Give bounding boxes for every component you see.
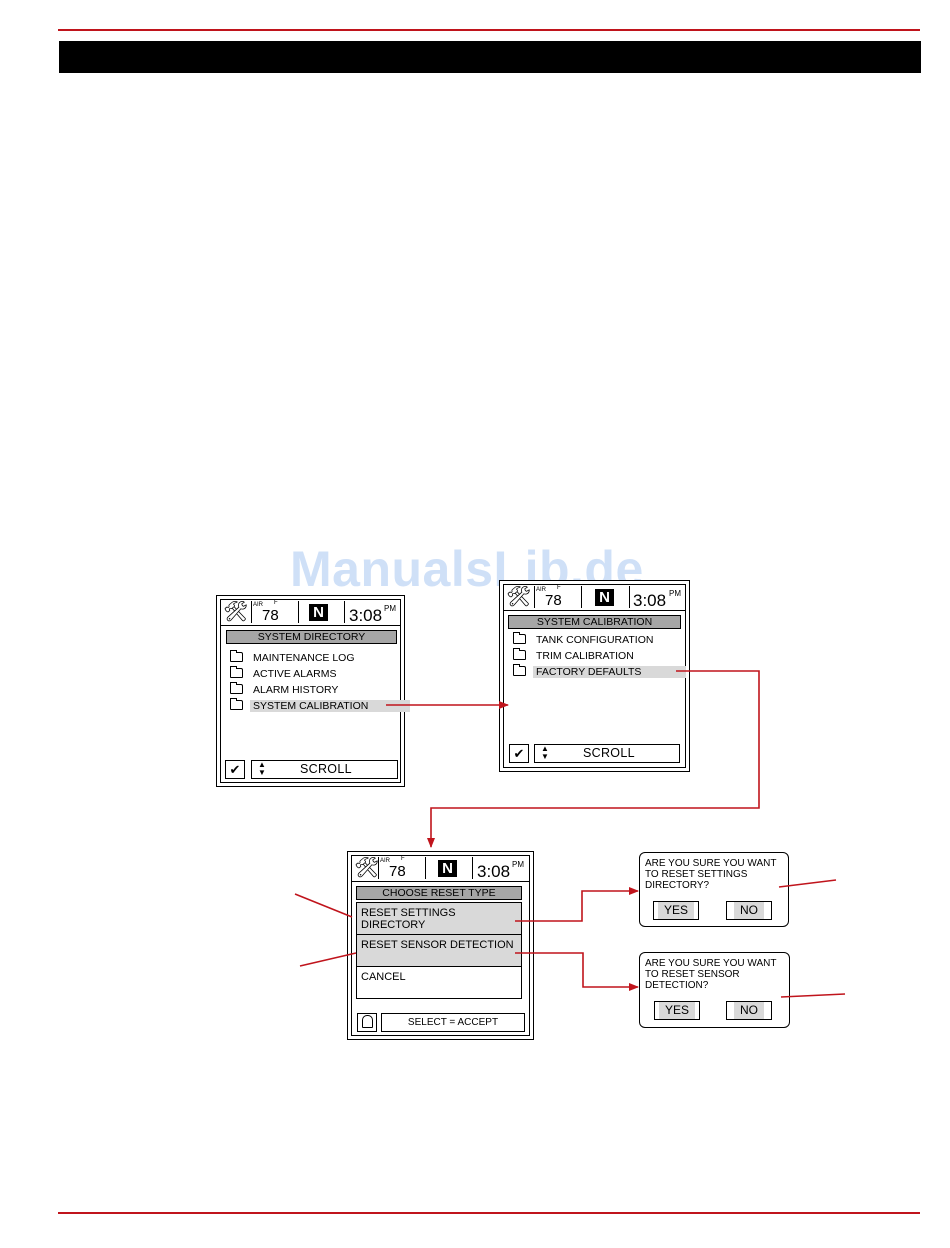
folder-icon xyxy=(230,666,243,678)
reset-settings-option[interactable]: RESET SETTINGS DIRECTORY xyxy=(356,902,522,935)
folder-icon xyxy=(513,664,526,676)
check-icon[interactable]: ✔ xyxy=(509,744,529,763)
list-item-selected[interactable]: FACTORY DEFAULTS xyxy=(513,664,687,678)
scroll-button[interactable]: ▲▼ SCROLL xyxy=(534,744,680,763)
wrench-hammer-icon: 🛠 xyxy=(354,857,380,879)
folder-icon xyxy=(513,648,526,660)
wrench-hammer-icon: 🛠 xyxy=(506,586,532,608)
list-item[interactable]: ALARM HISTORY xyxy=(230,682,341,696)
dialog-message: ARE YOU SURE YOU WANT TO RESET SENSOR DE… xyxy=(645,958,777,991)
clock-time: 3:08 xyxy=(633,591,667,610)
yes-button[interactable]: YES xyxy=(653,901,699,920)
header-divider xyxy=(251,601,252,623)
screen-system-calibration: 🛠 AIR F 78 N 3:08 PM SYSTEM CALIBRATION … xyxy=(499,580,690,772)
header-divider xyxy=(344,601,345,623)
air-label: AIR xyxy=(536,587,547,593)
callout-line xyxy=(778,879,837,888)
temperature-value: 78 xyxy=(262,607,279,624)
temperature-value: 78 xyxy=(389,863,406,880)
clock-ampm: PM xyxy=(669,589,681,598)
folder-icon xyxy=(230,682,243,694)
header-divider xyxy=(425,857,426,879)
screen-system-directory: 🛠 AIR F 78 N 3:08 PM SYSTEM DIRECTORY MA… xyxy=(216,595,411,787)
temperature-value: 78 xyxy=(545,592,562,609)
select-accept-label: SELECT = ACCEPT xyxy=(381,1013,525,1032)
arrow-to-settings-dialog xyxy=(515,887,639,922)
header-bar xyxy=(59,41,921,73)
header-divider xyxy=(472,857,473,879)
clock-ampm: PM xyxy=(384,604,396,613)
screen-title: SYSTEM CALIBRATION xyxy=(508,615,681,629)
confirm-reset-settings-dialog: ARE YOU SURE YOU WANT TO RESET SETTINGS … xyxy=(639,852,789,927)
header-divider xyxy=(534,586,535,608)
arrow-to-choose-reset-type xyxy=(427,670,760,848)
clock-ampm: PM xyxy=(512,860,524,869)
gear-indicator: N xyxy=(438,860,457,877)
header-divider xyxy=(581,586,582,608)
callout-line xyxy=(294,893,353,918)
confirm-reset-sensor-dialog: ARE YOU SURE YOU WANT TO RESET SENSOR DE… xyxy=(639,952,790,1028)
status-header: 🛠 AIR F 78 N 3:08 PM xyxy=(220,599,401,626)
screen-title: SYSTEM DIRECTORY xyxy=(226,630,397,644)
list-item[interactable]: TRIM CALIBRATION xyxy=(513,648,637,662)
gear-indicator: N xyxy=(309,604,328,621)
screen-frame xyxy=(351,855,530,1036)
up-down-arrows-icon: ▲▼ xyxy=(258,760,266,777)
header-divider xyxy=(298,601,299,623)
bell-icon[interactable] xyxy=(357,1013,377,1032)
screen-choose-reset-type: 🛠 AIR F 78 N 3:08 PM CHOOSE RESET TYPE R… xyxy=(347,851,534,1040)
wrench-hammer-icon: 🛠 xyxy=(223,601,249,623)
bottom-rule xyxy=(58,1212,920,1214)
unit-label: F xyxy=(401,856,405,862)
reset-sensor-option[interactable]: RESET SENSOR DETECTION xyxy=(356,934,522,967)
list-item-selected[interactable]: SYSTEM CALIBRATION xyxy=(230,698,411,712)
callout-line xyxy=(299,952,357,967)
list-item[interactable]: TANK CONFIGURATION xyxy=(513,632,656,646)
gear-indicator: N xyxy=(595,589,614,606)
scroll-button[interactable]: ▲▼ SCROLL xyxy=(251,760,398,779)
no-button[interactable]: NO xyxy=(726,1001,772,1020)
arrow-to-sensor-dialog xyxy=(515,952,639,991)
unit-label: F xyxy=(557,585,561,591)
callout-line xyxy=(780,993,846,998)
status-header: 🛠 AIR F 78 N 3:08 PM xyxy=(351,855,530,882)
header-divider xyxy=(629,586,630,608)
yes-button[interactable]: YES xyxy=(654,1001,700,1020)
folder-icon xyxy=(513,632,526,644)
screen-title: CHOOSE RESET TYPE xyxy=(356,886,522,900)
folder-icon xyxy=(230,650,243,662)
unit-label: F xyxy=(274,600,278,606)
check-icon[interactable]: ✔ xyxy=(225,760,245,779)
top-rule xyxy=(58,29,920,31)
folder-icon xyxy=(230,698,243,710)
cancel-option[interactable]: CANCEL xyxy=(356,966,522,999)
up-down-arrows-icon: ▲▼ xyxy=(541,744,549,761)
air-label: AIR xyxy=(380,858,391,864)
screen-frame xyxy=(220,599,401,783)
dialog-message: ARE YOU SURE YOU WANT TO RESET SETTINGS … xyxy=(645,858,777,891)
no-button[interactable]: NO xyxy=(726,901,772,920)
clock-time: 3:08 xyxy=(349,606,383,625)
status-header: 🛠 AIR F 78 N 3:08 PM xyxy=(503,584,686,611)
air-label: AIR xyxy=(253,602,264,608)
clock-time: 3:08 xyxy=(477,862,511,881)
header-divider xyxy=(378,857,379,879)
list-item[interactable]: ACTIVE ALARMS xyxy=(230,666,339,680)
list-item[interactable]: MAINTENANCE LOG xyxy=(230,650,358,664)
